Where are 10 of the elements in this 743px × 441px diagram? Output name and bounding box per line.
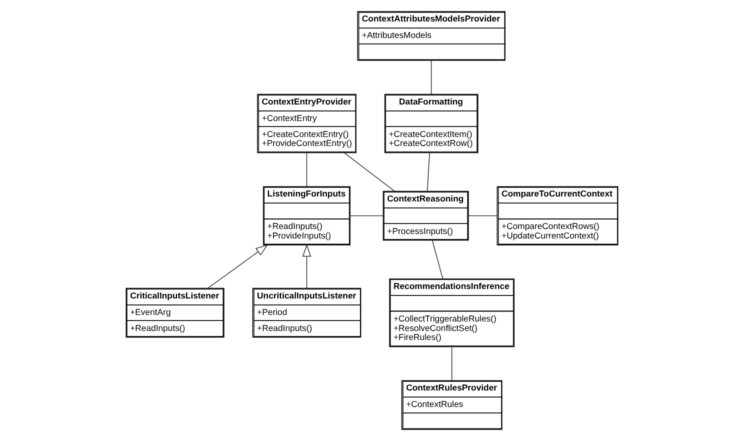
connector [349,215,383,216]
connector [431,240,443,280]
arrow [206,244,268,289]
connector [468,215,497,216]
connector [343,152,394,192]
connector [430,60,432,95]
arrow [302,244,311,289]
connector [306,152,307,187]
connector [426,152,430,192]
connector [450,346,452,381]
